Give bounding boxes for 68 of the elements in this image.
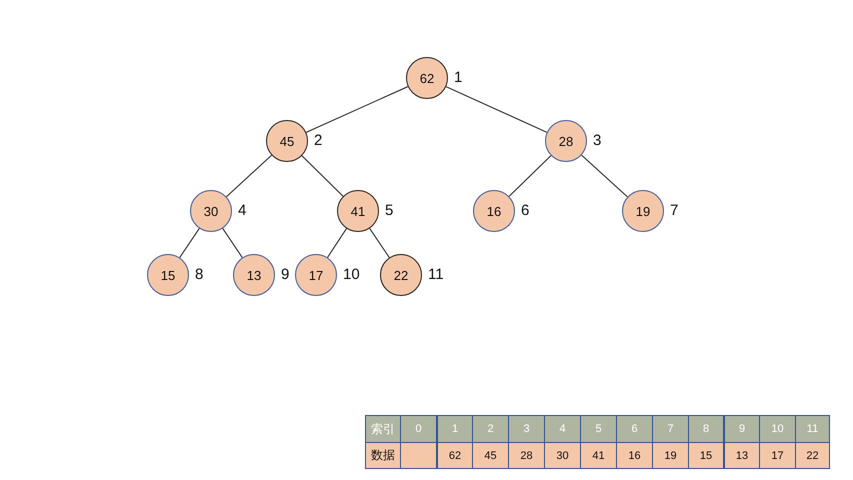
node-value: 15 bbox=[160, 268, 176, 282]
table-cell: 16 bbox=[616, 442, 652, 469]
tree-node-circle bbox=[233, 254, 275, 296]
node-value: 41 bbox=[350, 204, 366, 218]
table-header-cell: 9 bbox=[723, 415, 759, 442]
tree-node-circle bbox=[295, 254, 337, 296]
table-cell: 30 bbox=[544, 442, 580, 469]
tree-node-circle bbox=[622, 190, 664, 232]
node-value: 62 bbox=[420, 70, 434, 86]
node-index: 5 bbox=[385, 202, 394, 219]
table-header-cell: 10 bbox=[759, 415, 795, 442]
tree-edge bbox=[306, 86, 408, 133]
table-header-cell: 索引 bbox=[365, 415, 400, 442]
tree-node-circle bbox=[473, 190, 515, 232]
node-value: 22 bbox=[394, 268, 408, 282]
table-header-cell: 0 bbox=[400, 415, 436, 442]
node-index: 3 bbox=[593, 132, 602, 149]
table-header-cell: 3 bbox=[508, 415, 544, 442]
table-cell: 28 bbox=[508, 442, 544, 469]
table-cell: 41 bbox=[580, 442, 616, 469]
table-cell: 数据 bbox=[365, 442, 400, 469]
tree-node-circle bbox=[406, 57, 448, 99]
node-value: 16 bbox=[486, 204, 502, 218]
node-index: 2 bbox=[314, 132, 322, 149]
node-index: 10 bbox=[343, 266, 360, 283]
node-index: 9 bbox=[281, 266, 290, 283]
table-cell: 19 bbox=[652, 442, 688, 469]
node-value: 45 bbox=[280, 134, 294, 148]
tree-node-circle bbox=[337, 190, 379, 232]
node-index: 7 bbox=[670, 202, 678, 219]
table-cell: 45 bbox=[472, 442, 508, 469]
node-index: 1 bbox=[454, 69, 462, 86]
table-header-cell: 11 bbox=[795, 415, 830, 442]
node-value: 28 bbox=[558, 134, 574, 148]
node-value: 19 bbox=[636, 204, 650, 218]
node-value: 13 bbox=[246, 268, 262, 282]
tree-node-circle bbox=[266, 120, 308, 162]
table-cell: 13 bbox=[723, 442, 759, 469]
tree-node-circle bbox=[190, 190, 232, 232]
tree-edge bbox=[179, 228, 200, 258]
tree-edge bbox=[581, 154, 628, 198]
table-header-cell: 7 bbox=[652, 415, 688, 442]
table-header-cell: 6 bbox=[616, 415, 652, 442]
tree-node-circle bbox=[147, 254, 189, 296]
tree-edge bbox=[301, 155, 344, 197]
tree-node-circle bbox=[380, 254, 422, 296]
table-header-cell: 2 bbox=[472, 415, 508, 442]
tree-edge bbox=[327, 228, 347, 258]
tree-node-circle bbox=[545, 120, 587, 162]
table-header-cell: 8 bbox=[688, 415, 723, 442]
tree-edge bbox=[446, 86, 548, 133]
tree-edge bbox=[508, 155, 552, 197]
node-index: 4 bbox=[238, 202, 246, 219]
table-header-cell: 5 bbox=[580, 415, 616, 442]
node-index: 6 bbox=[521, 202, 530, 219]
table-cell: 17 bbox=[759, 442, 795, 469]
tree-edge bbox=[226, 154, 272, 198]
node-index: 8 bbox=[195, 266, 204, 283]
node-value: 17 bbox=[308, 268, 324, 282]
table-cell: 22 bbox=[795, 442, 830, 469]
table-header-cell: 1 bbox=[436, 415, 472, 442]
table-cell: 15 bbox=[688, 442, 723, 469]
tree-edge bbox=[222, 228, 243, 258]
table-cell: 62 bbox=[436, 442, 472, 469]
table-header-cell: 4 bbox=[544, 415, 580, 442]
node-index: 11 bbox=[428, 266, 444, 283]
tree-edge bbox=[369, 228, 390, 258]
node-value: 30 bbox=[204, 204, 218, 218]
